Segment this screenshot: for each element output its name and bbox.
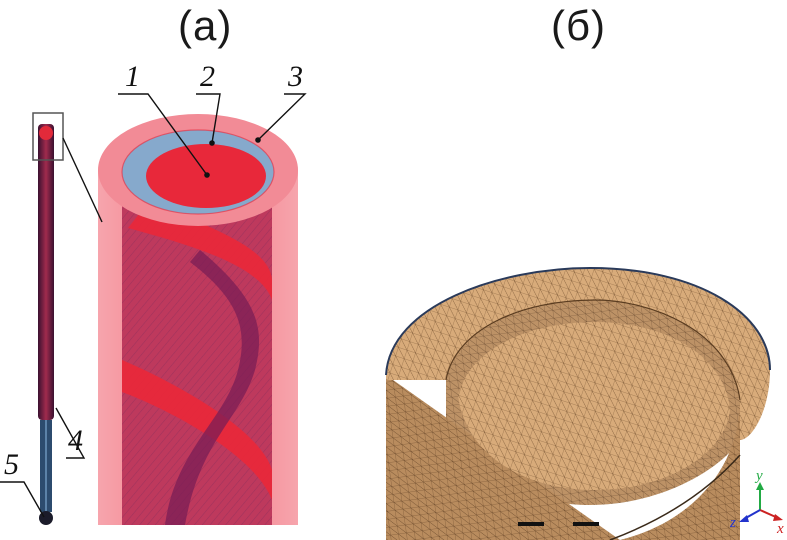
leader-1 <box>118 93 208 176</box>
helical-wire-2 <box>122 360 272 500</box>
callout-2: 2 <box>200 60 215 93</box>
helical-wire-shadow <box>165 250 260 525</box>
panel-label-b: (б) <box>551 2 607 49</box>
mesh-model <box>385 266 771 540</box>
zoomed-rod-section <box>98 114 298 525</box>
axis-y-label: y <box>754 468 763 484</box>
rod-fuel-section <box>38 124 54 420</box>
callout-1: 1 <box>125 60 140 93</box>
leader-4 <box>55 407 86 459</box>
axis-triad: y x z <box>729 468 784 537</box>
panel-label-a: (a) <box>178 2 233 49</box>
mesh-inner-floor <box>458 322 730 490</box>
zoom-frame <box>32 112 64 161</box>
callout-4: 4 <box>68 424 83 457</box>
axis-x-label: x <box>776 521 784 537</box>
leader-3 <box>257 93 307 141</box>
callout-3: 3 <box>287 60 303 93</box>
axis-z-label: z <box>729 515 736 531</box>
helical-wire-1 <box>128 200 272 300</box>
rod-top-cap <box>39 126 53 140</box>
leader-lines <box>0 93 307 518</box>
mesh-top-annulus <box>386 268 770 440</box>
callout-5: 5 <box>4 448 19 481</box>
leader-dots <box>204 137 261 178</box>
mesh-outer-wall <box>386 375 740 540</box>
zoom-connector <box>62 137 103 223</box>
leader-2 <box>196 93 221 144</box>
rod-overview <box>32 112 64 525</box>
leader-5 <box>0 481 45 518</box>
